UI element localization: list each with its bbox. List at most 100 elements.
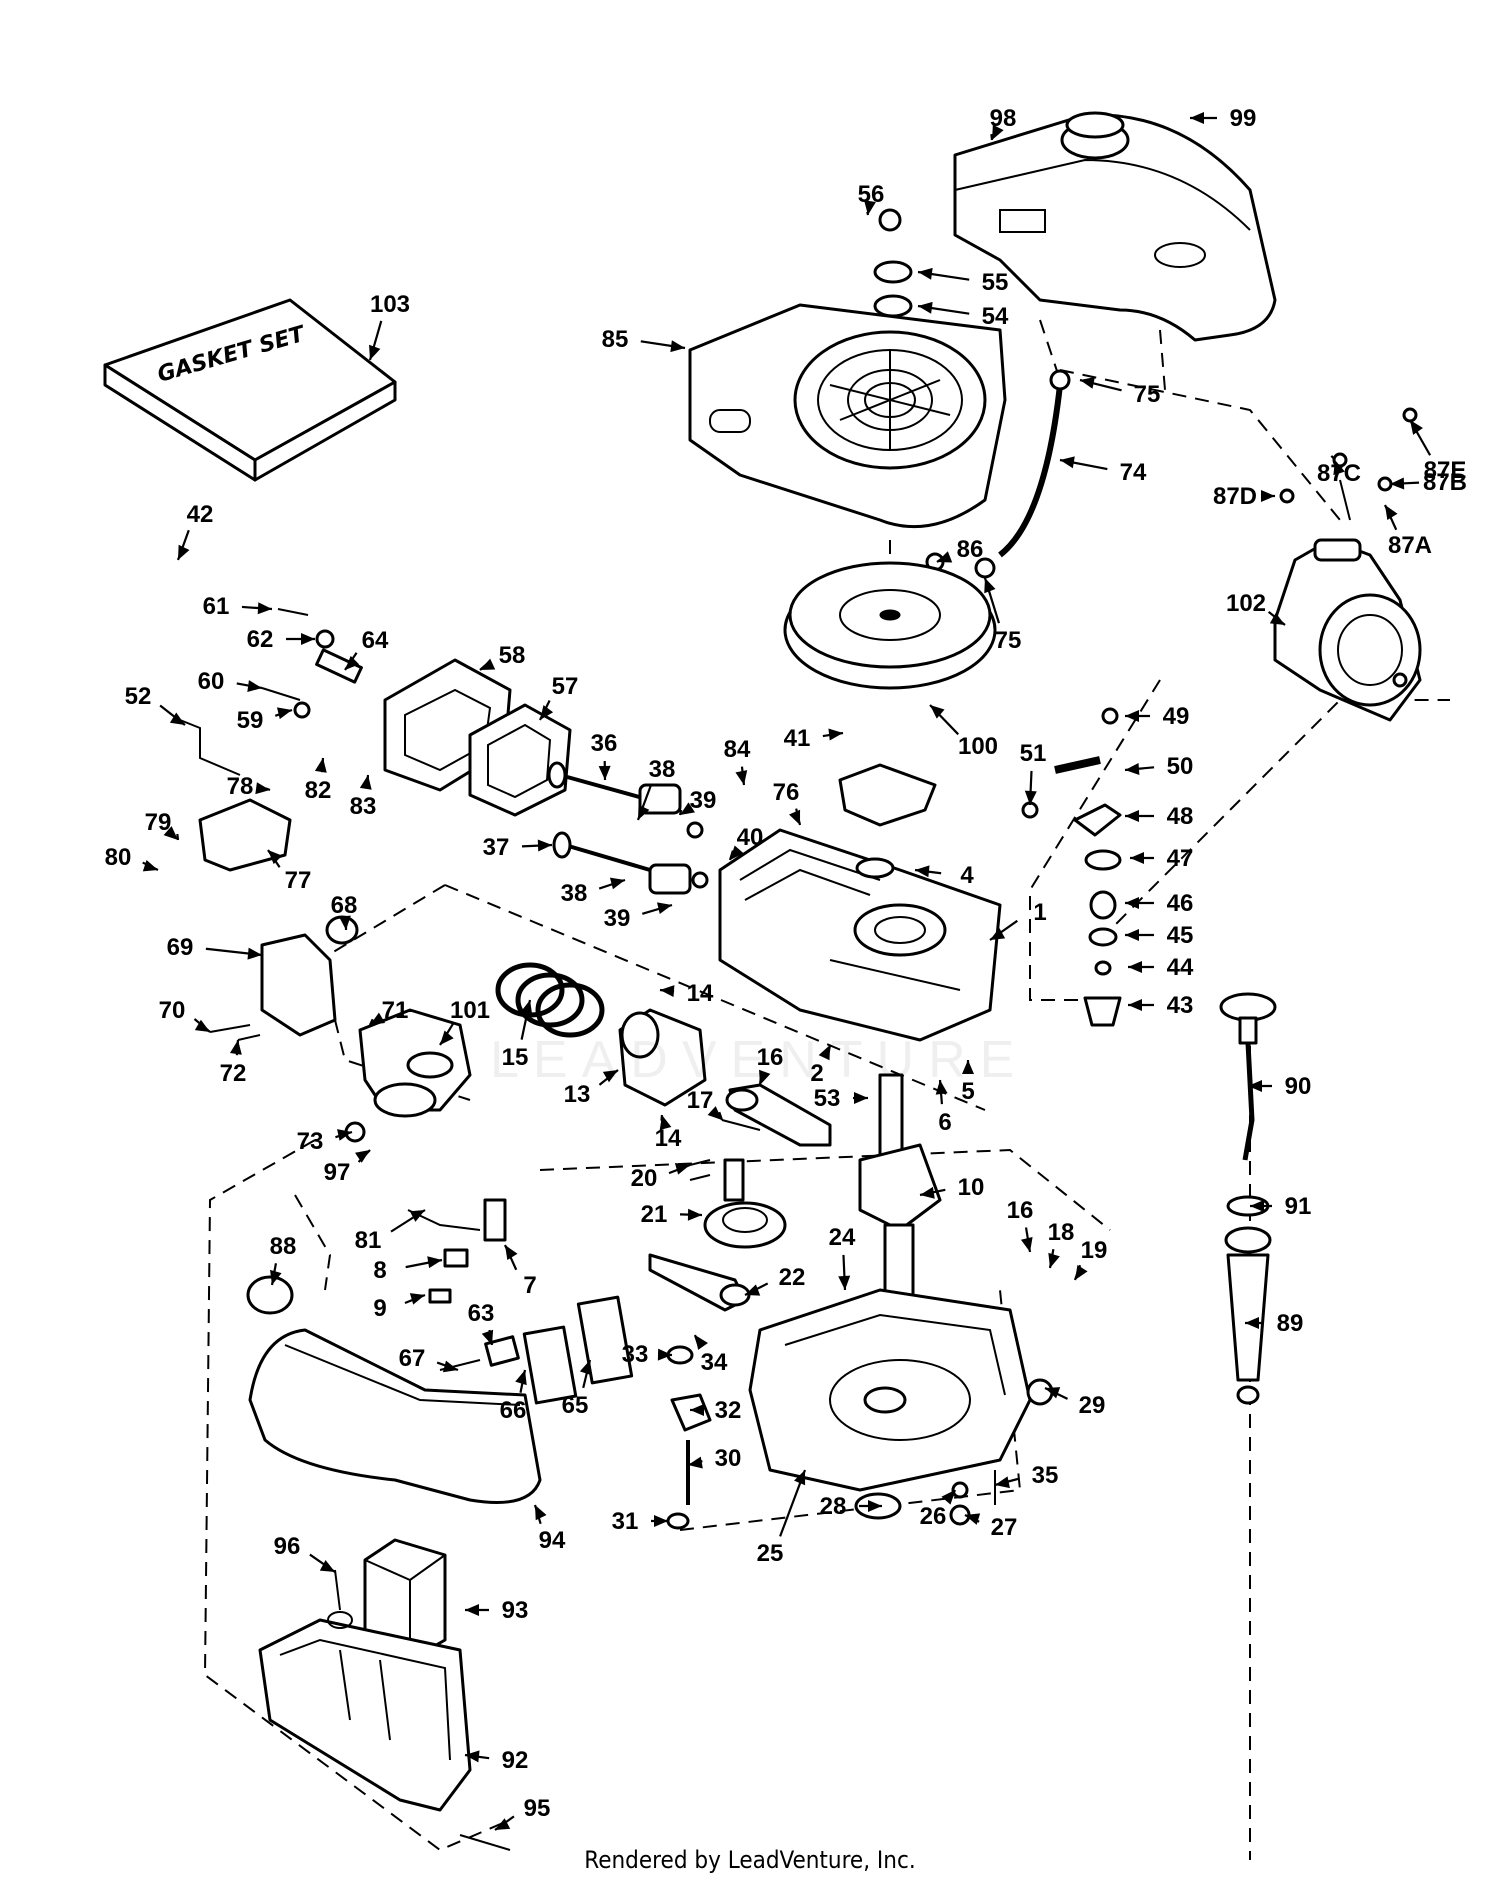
callout-arrow-91: [1250, 1200, 1264, 1212]
callout-label-31: 31: [612, 1508, 639, 1535]
callout-label-32: 32: [715, 1397, 742, 1424]
callout-arrow-93: [465, 1604, 479, 1616]
callout-arrow-46: [1125, 897, 1139, 909]
breather-stack: [1021, 707, 1122, 1027]
callout-leader-71: [369, 1018, 374, 1026]
callout-label-80: 80: [105, 844, 132, 871]
callout-label-64: 64: [362, 627, 389, 654]
callout-label-13: 13: [564, 1081, 591, 1108]
callout-label-34: 34: [701, 1349, 728, 1376]
render-credit: Rendered by LeadVenture, Inc.: [584, 1846, 916, 1874]
callout-label-76: 76: [773, 779, 800, 806]
callout-arrow-49: [1125, 710, 1139, 722]
callout-arrow-94: [535, 1505, 547, 1521]
connecting-rod: [721, 1083, 832, 1147]
callout-arrow-75: [984, 578, 996, 594]
governor-parts: [666, 1345, 712, 1530]
callout-label-16: 16: [757, 1044, 784, 1071]
callout-label-30: 30: [715, 1445, 742, 1472]
callout-label-38: 38: [649, 756, 676, 783]
callout-arrow-74: [1060, 456, 1075, 469]
callout-label-98: 98: [990, 105, 1017, 132]
callout-arrow-5: [962, 1060, 974, 1074]
callout-arrow-10: [920, 1186, 935, 1199]
callout-label-40: 40: [737, 824, 764, 851]
callout-label-87C: 87C: [1317, 460, 1361, 487]
callout-arrow-36: [598, 765, 611, 780]
callout-label-5: 5: [961, 1078, 974, 1105]
callout-label-65: 65: [562, 1392, 589, 1419]
callout-arrow-82: [314, 758, 327, 773]
washers-and-nut: [873, 208, 913, 318]
callout-arrow-77: [268, 850, 283, 865]
callout-arrow-25: [794, 1470, 806, 1486]
callout-arrow-78: [255, 782, 270, 795]
callout-label-61: 61: [203, 593, 230, 620]
callout-arrow-24: [838, 1275, 851, 1290]
callout-label-39: 39: [690, 787, 717, 814]
callout-label-92: 92: [502, 1747, 529, 1774]
callout-arrow-103: [369, 344, 381, 360]
callout-arrow-6: [935, 1080, 948, 1095]
callout-label-87A: 87A: [1388, 532, 1432, 559]
callout-arrow-44: [1128, 961, 1142, 973]
callout-arrow-29: [1045, 1387, 1061, 1399]
callout-label-28: 28: [820, 1493, 847, 1520]
callout-label-75: 75: [1134, 381, 1161, 408]
callout-arrow-50: [1125, 763, 1140, 775]
callout-arrow-26: [941, 1490, 955, 1505]
callout-arrow-33: [657, 1348, 672, 1361]
callout-label-73: 73: [297, 1128, 324, 1155]
callout-arrow-20: [674, 1163, 690, 1175]
callout-arrow-85: [670, 340, 685, 353]
ignition-module: [838, 763, 937, 879]
callout-arrow-38: [638, 804, 650, 820]
callout-label-79: 79: [145, 809, 172, 836]
callout-arrow-92: [465, 1750, 480, 1763]
callout-label-84: 84: [724, 736, 751, 763]
callout-label-91: 91: [1285, 1193, 1312, 1220]
callout-arrow-55: [918, 267, 933, 280]
callout-arrow-87E: [1410, 420, 1423, 435]
callout-label-7: 7: [523, 1272, 536, 1299]
callout-label-4: 4: [960, 862, 974, 889]
ignition-small-parts: [407, 1198, 507, 1304]
callout-arrow-72: [229, 1040, 242, 1055]
callout-arrow-64: [345, 655, 360, 670]
callout-label-14: 14: [687, 980, 714, 1007]
callout-arrow-63: [481, 1329, 494, 1345]
callout-arrow-2: [818, 1045, 830, 1061]
callout-arrow-21: [687, 1208, 702, 1221]
callout-label-51: 51: [1020, 740, 1047, 767]
callout-label-27: 27: [991, 1514, 1018, 1541]
callout-label-41: 41: [784, 725, 811, 752]
callout-arrow-97: [355, 1150, 370, 1163]
callout-arrow-48: [1125, 810, 1139, 822]
callout-label-17: 17: [687, 1087, 714, 1114]
fuel-tank-shroud: [953, 111, 1277, 342]
callout-label-24: 24: [829, 1224, 856, 1251]
callout-arrow-57: [540, 705, 554, 720]
callout-label-35: 35: [1032, 1462, 1059, 1489]
callout-arrow-14: [660, 985, 675, 998]
callout-label-71: 71: [382, 997, 409, 1024]
cylinder-head: [383, 658, 572, 817]
callout-arrow-87B: [1390, 477, 1405, 490]
callout-label-88: 88: [270, 1233, 297, 1260]
callout-arrow-42: [178, 544, 190, 560]
callout-label-15: 15: [502, 1044, 529, 1071]
callout-label-93: 93: [502, 1597, 529, 1624]
callout-arrow-100: [930, 705, 945, 719]
callout-label-49: 49: [1163, 703, 1190, 730]
callout-arrow-22: [745, 1284, 761, 1296]
air-cleaner-base: [258, 1569, 511, 1851]
callout-label-87E: 87E: [1424, 457, 1467, 484]
callout-label-26: 26: [920, 1503, 947, 1530]
callout-arrow-99: [1190, 112, 1204, 124]
callout-arrow-86: [937, 551, 953, 563]
dipstick-and-fill-tube: [1219, 992, 1277, 1405]
callout-arrow-51: [1024, 790, 1037, 805]
callout-arrow-81: [409, 1210, 425, 1222]
spark-plug-and-fasteners: [179, 608, 363, 776]
callout-arrow-96: [319, 1560, 335, 1572]
